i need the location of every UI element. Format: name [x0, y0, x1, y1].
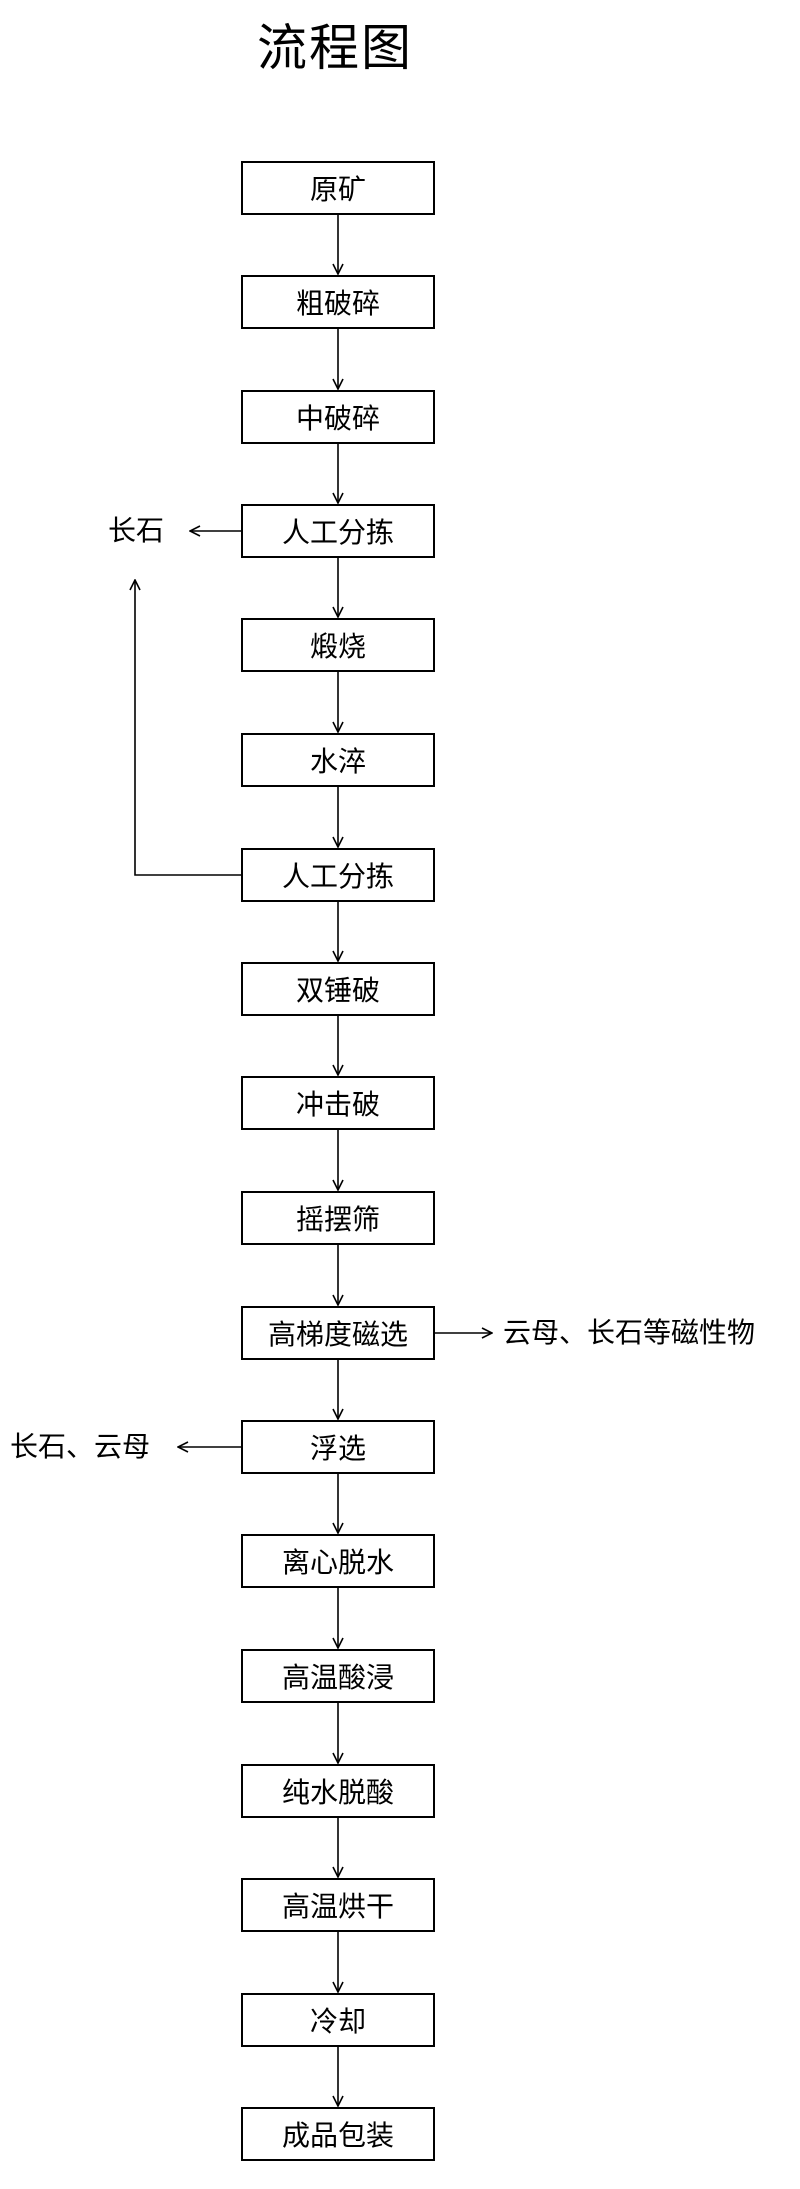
step-double-hammer-crushing: 双锤破	[241, 962, 435, 1016]
byproduct-magnetic-minerals: 云母、长石等磁性物	[503, 1316, 756, 1349]
step-pure-water-deacidification: 纯水脱酸	[241, 1764, 435, 1818]
step-manual-sorting-1: 人工分拣	[241, 504, 435, 558]
step-high-temp-acid-leaching: 高温酸浸	[241, 1649, 435, 1703]
step-cooling: 冷却	[241, 1993, 435, 2047]
diagram-title: 流程图	[257, 19, 413, 77]
byproduct-feldspar: 长石	[108, 514, 165, 547]
step-centrifugal-dewatering: 离心脱水	[241, 1534, 435, 1588]
step-water-quenching: 水淬	[241, 733, 435, 787]
step-high-temp-drying: 高温烘干	[241, 1878, 435, 1932]
step-medium-crushing: 中破碎	[241, 390, 435, 444]
step-raw-ore: 原矿	[241, 161, 435, 215]
step-packaging: 成品包装	[241, 2107, 435, 2161]
step-swing-screen: 摇摆筛	[241, 1191, 435, 1245]
step-flotation: 浮选	[241, 1420, 435, 1474]
step-coarse-crushing: 粗破碎	[241, 275, 435, 329]
step-manual-sorting-2: 人工分拣	[241, 848, 435, 902]
step-impact-crushing: 冲击破	[241, 1076, 435, 1130]
step-calcination: 煅烧	[241, 618, 435, 672]
step-high-gradient-magnetic-separation: 高梯度磁选	[241, 1306, 435, 1360]
sorting-return-arrow	[135, 580, 241, 876]
byproduct-feldspar-mica: 长石、云母	[10, 1430, 151, 1463]
